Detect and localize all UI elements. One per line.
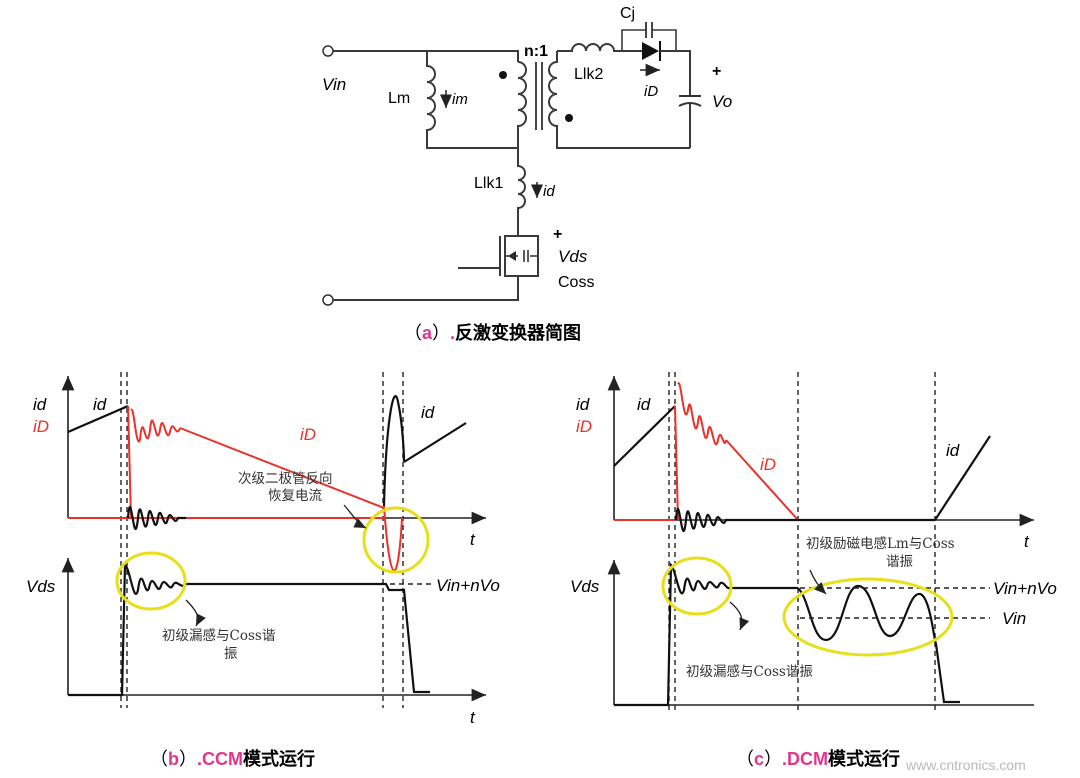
dcm-waveforms: id iD id iD id t Vds Vin+nVo Vin 初级励磁电感L… [570, 372, 1057, 770]
vo-capacitor-bottom [678, 102, 702, 107]
dcm-vds-ringing [614, 562, 731, 707]
ccm-vin-nvo-label: Vin+nVo [436, 576, 500, 595]
cj-label: Cj [620, 5, 635, 22]
dcm-vin-label: Vin [1002, 609, 1026, 628]
ccm-t-bottom: t [470, 708, 476, 727]
dcm-y-label-id: id [576, 395, 590, 414]
dcm-lm-ring-highlight [782, 577, 954, 657]
turns-ratio-label: n:1 [524, 43, 548, 60]
watermark: www.cntronics.com [905, 757, 1026, 773]
ccm-t-top: t [470, 530, 476, 549]
primary-dot [499, 71, 507, 79]
vin-label: Vin [322, 75, 346, 94]
dcm-vds-label: Vds [570, 577, 600, 596]
primary-winding [517, 61, 527, 148]
ccm-y-label-id: id [33, 395, 47, 414]
llk2-label: Llk2 [574, 66, 603, 83]
llk1-label: Llk1 [474, 175, 503, 192]
primary-top-wire [333, 50, 519, 62]
primary-bottom-wire [333, 283, 519, 301]
dcm-id-secondary-ringing [674, 508, 730, 532]
ccm-curve-label-id-right: id [421, 403, 435, 422]
dcm-curve-label-id-left: id [637, 395, 651, 414]
dcm-note-lm-line1: 初级励磁电感Lm与Coss [806, 535, 955, 552]
ccm-id-spike [382, 395, 406, 507]
ccm-waveforms: id iD id iD id t t Vds Vin+nVo 次级二极管反向 恢… [26, 372, 500, 770]
lm-label: Lm [388, 90, 410, 107]
caption-c: （c）.DCM模式运行 [736, 748, 900, 770]
dcm-vds-ring-highlight [661, 556, 733, 616]
secondary-winding [548, 51, 690, 149]
ccm-iD-ringing [127, 405, 181, 519]
im-label: im [452, 91, 468, 108]
mosfet [458, 226, 539, 283]
ccm-id-ramp-left [67, 404, 129, 434]
vo-label: Vo [712, 92, 732, 111]
vds-plus-label: + [553, 226, 562, 243]
id-label: id [543, 183, 555, 200]
llk1-inductor [517, 148, 526, 226]
dcm-y-label-iD: iD [576, 417, 592, 436]
ccm-note-leak-line2: 振 [224, 646, 238, 662]
caption-a: （a）.反激变换器简图 [404, 322, 581, 344]
ccm-y-label-iD: iD [33, 417, 49, 436]
ccm-curve-label-id-left: id [93, 395, 107, 414]
ccm-note-diode-line2: 恢复电流 [268, 487, 322, 504]
lm-inductor [426, 51, 518, 149]
ccm-reverse-recovery-highlight [362, 506, 430, 574]
ccm-iD-reverse-recovery [383, 505, 403, 572]
llk2-inductor [557, 43, 642, 52]
ccm-vds-label: Vds [26, 577, 56, 596]
secondary-dot [565, 114, 573, 122]
diode-symbol [642, 42, 659, 60]
ccm-curve-label-iD: iD [300, 425, 316, 444]
dcm-id-ramp-left [613, 405, 676, 467]
coss-label: Coss [558, 274, 594, 291]
ccm-note-leak-line1: 初级漏感与Coss谐 [162, 627, 275, 644]
ccm-vds-ringing [68, 563, 187, 697]
dcm-iD-ringing [674, 382, 727, 521]
cj-capacitor [621, 29, 677, 51]
vin-bottom-terminal [322, 294, 334, 306]
dcm-t-top: t [1024, 532, 1030, 551]
ccm-vds-ring-highlight [115, 551, 187, 611]
dcm-id-ramp-right [934, 435, 991, 521]
iD-label: iD [644, 83, 658, 100]
dcm-vds-lm-ringing [797, 584, 960, 704]
vds-label: Vds [558, 247, 588, 266]
dcm-iD-decay [725, 439, 799, 521]
dcm-curve-label-id-right: id [946, 441, 960, 460]
flyback-circuit: Vin Lm im n:1 Cj Llk2 iD + Vo Llk1 id + … [322, 5, 732, 344]
ccm-iD-decay [179, 427, 385, 509]
vin-top-terminal [322, 45, 334, 57]
ccm-vds-plateau [186, 582, 430, 694]
dcm-curve-label-iD: iD [760, 455, 776, 474]
caption-b: （b）.CCM模式运行 [150, 748, 315, 770]
dcm-vin-nvo-label: Vin+nVo [993, 579, 1057, 598]
ccm-id-ramp-right [403, 422, 467, 463]
dcm-note-lm-line2: 谐振 [886, 554, 914, 570]
ccm-note-diode-line1: 次级二极管反向 [238, 471, 333, 487]
vo-plus-label: + [712, 63, 721, 80]
dcm-note-leak: 初级漏感与Coss谐振 [686, 663, 813, 680]
ccm-id-secondary-ringing [126, 506, 186, 530]
